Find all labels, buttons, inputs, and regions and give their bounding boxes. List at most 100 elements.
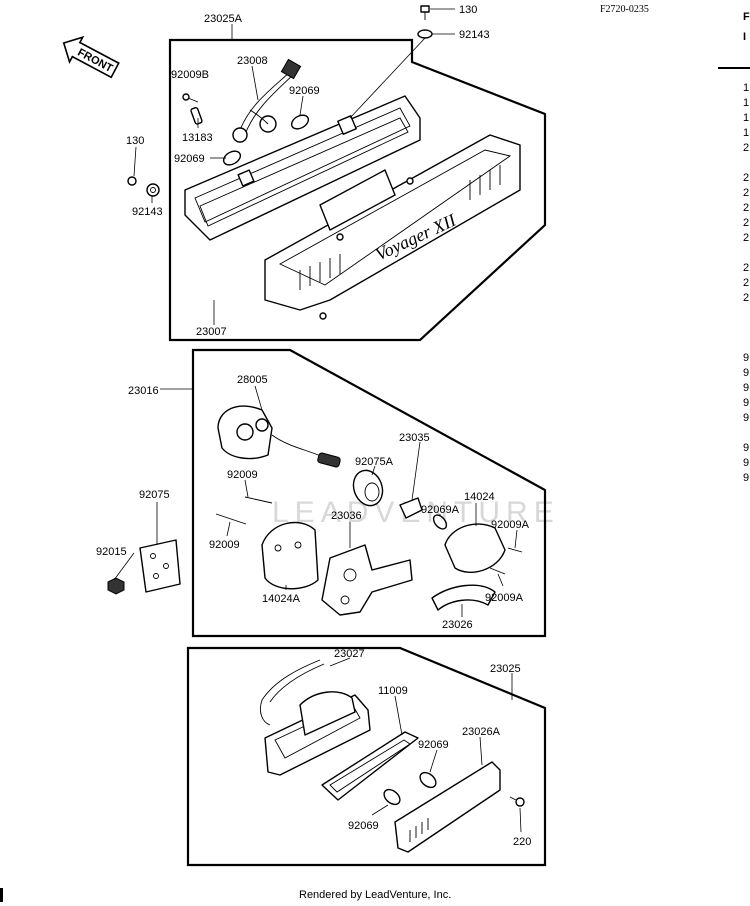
label-14024: 14024 xyxy=(464,491,495,503)
right-fragment-17: 9 xyxy=(743,382,749,394)
label-130-top: 130 xyxy=(459,4,477,16)
label-92009-b: 92009 xyxy=(209,539,240,551)
right-fragment-22: 9 xyxy=(743,472,749,484)
screw-92009-b xyxy=(215,513,247,525)
bracket-92075 xyxy=(139,539,181,593)
lens-23026A xyxy=(394,761,501,853)
label-92009-a: 92009 xyxy=(227,469,258,481)
right-fragment-9: 2 xyxy=(743,202,749,214)
right-fragment-6: 2 xyxy=(743,142,749,154)
section-top-frame xyxy=(168,38,547,342)
label-23016: 23016 xyxy=(128,385,159,397)
right-fragment-14: 2 xyxy=(743,292,749,304)
label-92069-d: 92069 xyxy=(348,820,379,832)
bulb-92069-c xyxy=(419,771,437,789)
right-fragment-8: 2 xyxy=(743,187,749,199)
right-fragment-3: 1 xyxy=(743,97,749,109)
label-92009B: 92009B xyxy=(171,69,209,81)
label-23035: 23035 xyxy=(399,432,430,444)
screw-220 xyxy=(509,796,525,807)
lamp-body-28005 xyxy=(217,405,341,468)
lens-grille xyxy=(299,165,501,290)
wiring-harness-23008 xyxy=(232,58,302,143)
leaders-section-bottom xyxy=(329,657,522,833)
screw-92009A-a xyxy=(507,547,523,553)
right-fragment-4: 1 xyxy=(743,112,749,124)
right-fragment-5: 1 xyxy=(743,127,749,139)
label-92075A: 92075A xyxy=(355,456,394,468)
label-92069-a: 92069 xyxy=(289,85,320,97)
tail-lamp-housing xyxy=(184,95,421,241)
label-23026: 23026 xyxy=(442,619,473,631)
screw-92009B xyxy=(182,93,199,103)
screw-130-left xyxy=(127,176,137,186)
label-23026A: 23026A xyxy=(462,726,501,738)
label-23025: 23025 xyxy=(490,663,521,675)
label-23008: 23008 xyxy=(237,55,268,67)
label-92069-b: 92069 xyxy=(174,153,205,165)
label-130-left: 130 xyxy=(126,135,144,147)
label-92143-top: 92143 xyxy=(459,29,490,41)
socket-92075A xyxy=(352,469,384,507)
nut-92143-top xyxy=(417,29,433,39)
label-14024A: 14024A xyxy=(262,593,301,605)
nut-92143-left xyxy=(146,183,160,197)
right-fragment-7: 2 xyxy=(743,172,749,184)
right-fragment-10: 2 xyxy=(743,217,749,229)
screw-92009-a xyxy=(244,496,273,504)
leaders-section-top xyxy=(133,8,455,325)
gasket-11009 xyxy=(321,731,419,801)
label-92009A-a: 92009A xyxy=(491,519,530,531)
footer-credit: Rendered by LeadVenture, Inc. xyxy=(299,889,451,901)
label-23025A: 23025A xyxy=(204,13,243,25)
bracket-23036 xyxy=(321,544,413,616)
screw-92009A-b xyxy=(489,567,506,575)
right-fragment-16: 9 xyxy=(743,367,749,379)
right-fragment-0: F xyxy=(743,11,750,23)
terminal-23035 xyxy=(399,497,423,519)
label-92015: 92015 xyxy=(96,546,127,558)
bulb-92069A xyxy=(432,514,448,530)
front-arrow: FRONT xyxy=(62,35,120,79)
section-middle-frame xyxy=(191,348,547,638)
gasket-23026 xyxy=(431,584,496,611)
label-92075: 92075 xyxy=(139,489,170,501)
right-fragment-1: I xyxy=(743,31,746,43)
right-fragment-18: 9 xyxy=(743,397,749,409)
right-fragment-2: 1 xyxy=(743,82,749,94)
cover-14024A xyxy=(261,521,319,590)
right-column-fragments: F I 1 1 1 1 2 2 2 2 2 2 2 2 2 9 9 9 9 9 … xyxy=(718,11,750,484)
bulb-92069-d xyxy=(383,788,401,806)
section-bottom-frame xyxy=(186,646,547,867)
screw-130-top xyxy=(420,5,430,20)
bracket-13183 xyxy=(190,106,203,125)
screw-lens-2 xyxy=(336,233,344,241)
right-fragment-20: 9 xyxy=(743,442,749,454)
label-28005: 28005 xyxy=(237,374,268,386)
label-11009: 11009 xyxy=(378,685,408,697)
label-13183: 13183 xyxy=(182,132,213,144)
corner-mark xyxy=(0,888,3,902)
label-23027: 23027 xyxy=(334,648,365,660)
lens-14024 xyxy=(444,523,506,573)
right-fragment-19: 9 xyxy=(743,412,749,424)
label-92069A: 92069A xyxy=(421,504,460,516)
right-fragment-21: 9 xyxy=(743,457,749,469)
reference-code: F2720-0235 xyxy=(600,4,649,15)
right-fragment-13: 2 xyxy=(743,277,749,289)
label-92009A-b: 92009A xyxy=(485,592,524,604)
label-92069-c: 92069 xyxy=(418,739,449,751)
label-92143-left: 92143 xyxy=(132,206,163,218)
bulb-92069-upper xyxy=(290,114,310,130)
bulb-92069-lower xyxy=(222,150,242,166)
right-fragment-12: 2 xyxy=(743,262,749,274)
label-23007: 23007 xyxy=(196,326,227,338)
right-fragment-11: 2 xyxy=(743,232,749,244)
screw-lens-3 xyxy=(319,312,327,320)
lamp-housing-23027 xyxy=(259,659,371,776)
lens-grille-bottom xyxy=(409,818,429,842)
leaders-section-middle xyxy=(113,385,518,617)
nut-92015 xyxy=(107,577,125,595)
label-220: 220 xyxy=(513,836,531,848)
